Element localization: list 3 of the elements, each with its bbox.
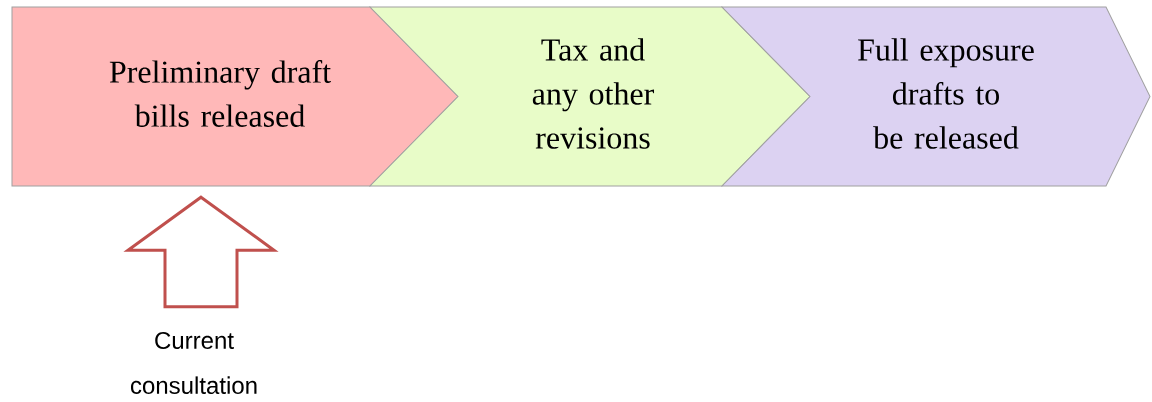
process-step: Full exposure drafts to be released — [721, 6, 1151, 187]
caption-text: Current consultation — [131, 332, 257, 394]
process-step: Tax and any other revisions — [369, 6, 811, 187]
